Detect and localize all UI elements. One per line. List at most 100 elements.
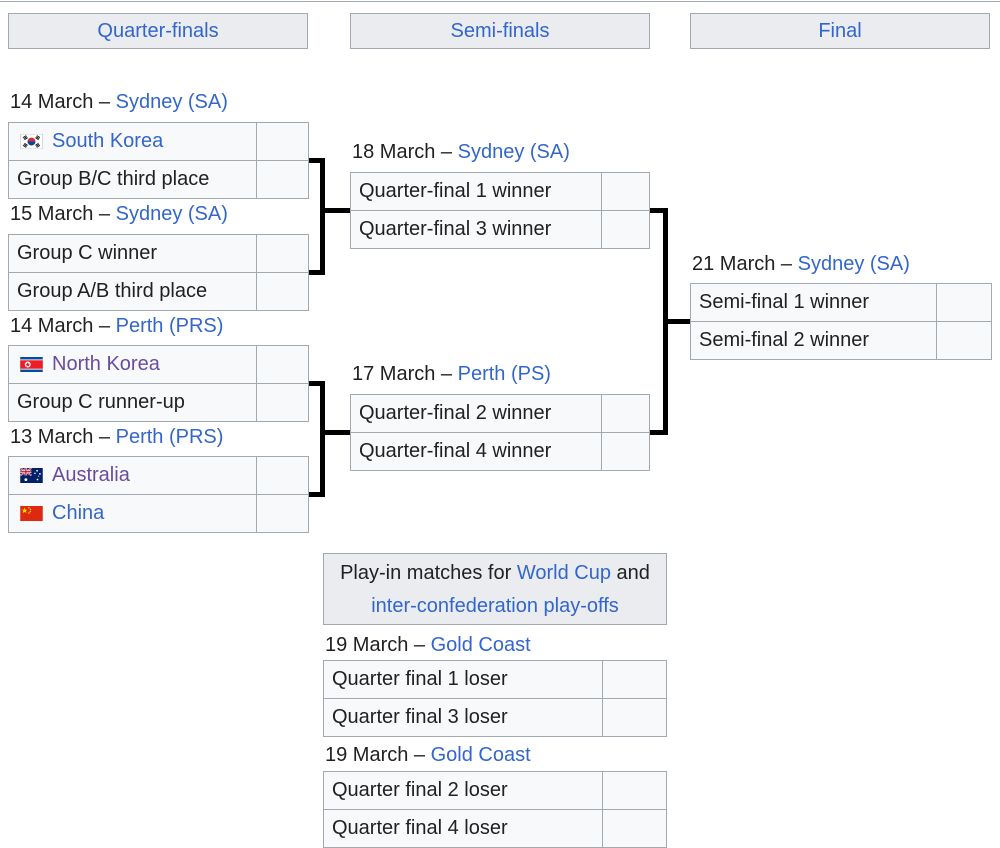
team-link-north-korea[interactable]: North Korea	[52, 353, 160, 375]
qf3-home-score-cell	[257, 346, 308, 383]
connector-qf3-stub	[309, 381, 325, 386]
qf3-away-score-cell	[257, 384, 308, 421]
inter-confederation-play-offs-link[interactable]: inter-confederation play-offs	[371, 595, 619, 617]
team-link-australia[interactable]: Australia	[52, 464, 130, 486]
qf4-home-cell: Australia	[9, 457, 257, 494]
team-label-group-c-winner: Group C winner	[17, 242, 158, 264]
qf1-home-score-cell	[257, 123, 308, 160]
match-sf1: Quarter-final 1 winner Quarter-final 3 w…	[350, 172, 650, 249]
sf2-date: 17 March – Perth (PS)	[352, 363, 551, 386]
playin2-venue-link[interactable]: Gold Coast	[430, 744, 531, 766]
playin2-date-text: 19 March –	[325, 744, 431, 766]
team-label-qf1-winner: Quarter-final 1 winner	[359, 180, 552, 202]
sf1-away-score-cell	[602, 211, 649, 248]
playin2-date: 19 March – Gold Coast	[325, 744, 531, 767]
qf3-date: 14 March – Perth (PRS)	[10, 315, 223, 338]
sf2-venue-link[interactable]: Perth (PS)	[457, 363, 551, 385]
sf2-home-score-cell	[602, 395, 649, 432]
playin1-away-score-cell	[603, 699, 666, 736]
china-flag-icon	[20, 506, 43, 521]
qf3-date-text: 14 March –	[10, 315, 116, 337]
qf4-venue-link[interactable]: Perth (PRS)	[115, 426, 224, 448]
team-label-group-c-runner-up: Group C runner-up	[17, 391, 185, 413]
world-cup-link[interactable]: World Cup	[516, 562, 611, 584]
playin1-home-cell: Quarter final 1 loser	[324, 661, 603, 698]
qf1-date-text: 14 March –	[10, 91, 116, 113]
qf1-away-score-cell	[257, 161, 308, 198]
match-qf3: North Korea Group C runner-up	[8, 345, 309, 422]
quarter-finals-header-link[interactable]: Quarter-finals	[97, 20, 219, 42]
play-in-note-prefix: Play-in matches for	[340, 562, 517, 584]
qf1-away-cell: Group B/C third place	[9, 161, 257, 198]
round-header-final: Final	[690, 13, 990, 49]
connector-sf2-stub	[650, 430, 663, 435]
south-korea-flag-icon	[20, 134, 43, 149]
qf2-date-text: 15 March –	[10, 203, 116, 225]
team-label-qf4-loser: Quarter final 4 loser	[332, 817, 508, 839]
qf4-away-cell: China	[9, 495, 257, 532]
team-label-qf4-winner: Quarter-final 4 winner	[359, 440, 552, 462]
sf1-date-text: 18 March –	[352, 141, 458, 163]
qf3-venue-link[interactable]: Perth (PRS)	[115, 315, 224, 337]
connector-qf4-stub	[309, 492, 325, 497]
match-sf2: Quarter-final 2 winner Quarter-final 4 w…	[350, 394, 650, 471]
qf3-home-cell: North Korea	[9, 346, 257, 383]
playin2-home-score-cell	[603, 772, 666, 809]
sf2-away-score-cell	[602, 433, 649, 470]
match-playin2: Quarter final 2 loser Quarter final 4 lo…	[323, 771, 667, 848]
qf1-date: 14 March – Sydney (SA)	[10, 91, 228, 114]
team-label-group-bc-third: Group B/C third place	[17, 168, 210, 190]
connector-qf2-stub	[309, 270, 325, 275]
connector-sf1-sf2-vertical	[663, 208, 668, 435]
team-label-group-ab-third: Group A/B third place	[17, 280, 208, 302]
play-in-note-suffix: and	[610, 562, 650, 584]
team-label-qf1-loser: Quarter final 1 loser	[332, 668, 508, 690]
qf3-away-cell: Group C runner-up	[9, 384, 257, 421]
team-label-qf3-winner: Quarter-final 3 winner	[359, 218, 552, 240]
playin2-away-cell: Quarter final 4 loser	[324, 810, 603, 847]
connector-qf1-qf2-vertical	[320, 158, 325, 275]
team-link-china[interactable]: China	[52, 502, 105, 524]
playin2-home-cell: Quarter final 2 loser	[324, 772, 603, 809]
australia-flag-icon	[20, 468, 43, 483]
final-home-score-cell	[937, 284, 991, 321]
sf1-date: 18 March – Sydney (SA)	[352, 141, 570, 164]
playin1-date: 19 March – Gold Coast	[325, 634, 531, 657]
qf4-home-score-cell	[257, 457, 308, 494]
qf1-home-cell: South Korea	[9, 123, 257, 160]
qf1-venue-link[interactable]: Sydney (SA)	[115, 91, 228, 113]
qf2-away-score-cell	[257, 273, 308, 310]
final-away-cell: Semi-final 2 winner	[691, 322, 937, 359]
final-away-score-cell	[937, 322, 991, 359]
team-label-qf2-loser: Quarter final 2 loser	[332, 779, 508, 801]
qf4-date: 13 March – Perth (PRS)	[10, 426, 223, 449]
sf1-venue-link[interactable]: Sydney (SA)	[457, 141, 570, 163]
qf2-away-cell: Group A/B third place	[9, 273, 257, 310]
playin1-date-text: 19 March –	[325, 634, 431, 656]
final-venue-link[interactable]: Sydney (SA)	[797, 253, 910, 275]
team-link-south-korea[interactable]: South Korea	[52, 130, 164, 152]
sf2-away-cell: Quarter-final 4 winner	[351, 433, 602, 470]
sf1-home-score-cell	[602, 173, 649, 210]
north-korea-flag-icon	[20, 357, 43, 372]
match-final: Semi-final 1 winner Semi-final 2 winner	[690, 283, 992, 360]
match-qf1: South Korea Group B/C third place	[8, 122, 309, 199]
connector-qf1-stub	[309, 158, 325, 163]
team-label-sf1-winner: Semi-final 1 winner	[699, 291, 870, 313]
qf4-away-score-cell	[257, 495, 308, 532]
playin1-venue-link[interactable]: Gold Coast	[430, 634, 531, 656]
sf2-home-cell: Quarter-final 2 winner	[351, 395, 602, 432]
team-label-qf3-loser: Quarter final 3 loser	[332, 706, 508, 728]
qf2-home-cell: Group C winner	[9, 235, 257, 272]
final-header-link[interactable]: Final	[818, 20, 862, 42]
connector-to-sf1-stub	[325, 208, 350, 213]
connector-to-final-stub	[668, 319, 690, 324]
playin1-home-score-cell	[603, 661, 666, 698]
final-date: 21 March – Sydney (SA)	[692, 253, 910, 276]
semi-finals-header-link[interactable]: Semi-finals	[450, 20, 550, 42]
playin2-away-score-cell	[603, 810, 666, 847]
qf2-date: 15 March – Sydney (SA)	[10, 203, 228, 226]
top-divider	[0, 1, 1000, 2]
qf2-venue-link[interactable]: Sydney (SA)	[115, 203, 228, 225]
